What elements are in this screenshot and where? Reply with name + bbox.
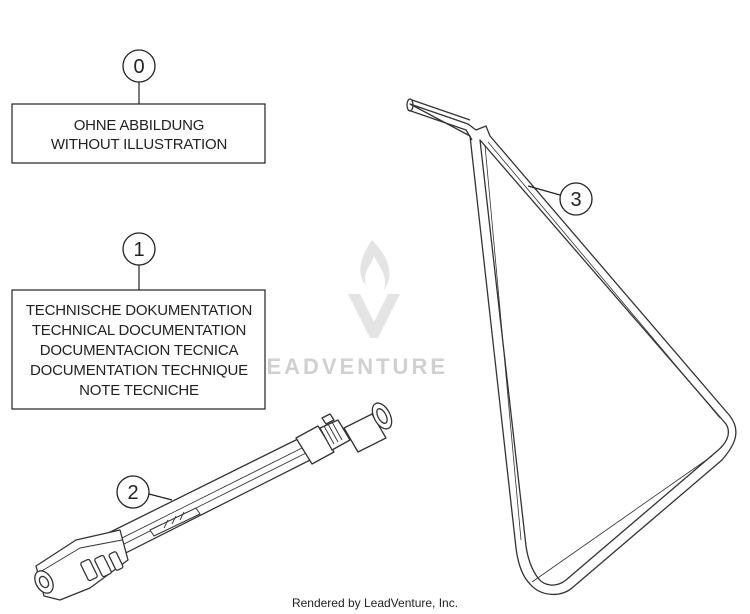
callout-2[interactable]: 2 bbox=[116, 475, 173, 509]
label-box-without-illustration: OHNE ABBILDUNG WITHOUT ILLUSTRATION bbox=[11, 103, 266, 164]
watermark-text: LEADVENTURE bbox=[250, 354, 448, 379]
box1-line3: DOCUMENTACION TECNICA bbox=[40, 342, 239, 359]
box1-line4: DOCUMENTATION TECHNIQUE bbox=[30, 362, 248, 379]
callout-3-number: 3 bbox=[570, 189, 581, 211]
box1-line2: TECHNICAL DOCUMENTATION bbox=[32, 322, 246, 339]
callout-0-number: 0 bbox=[133, 56, 144, 78]
callout-2-number: 2 bbox=[127, 482, 138, 504]
footer-credit: Rendered by LeadVenture, Inc. bbox=[291, 596, 459, 610]
callout-1[interactable]: 1 bbox=[122, 232, 156, 290]
box1-line1: TECHNISCHE DOKUMENTATION bbox=[26, 302, 252, 319]
box1-line5: NOTE TECNICHE bbox=[79, 382, 199, 399]
box0-line2: WITHOUT ILLUSTRATION bbox=[51, 136, 227, 153]
v-logo-icon bbox=[348, 294, 400, 338]
pump-tool-part-2[interactable] bbox=[31, 400, 396, 601]
callout-3[interactable]: 3 bbox=[527, 182, 593, 216]
box0-line1: OHNE ABBILDUNG bbox=[74, 117, 205, 134]
label-box-technical-documentation: TECHNISCHE DOKUMENTATION TECHNICAL DOCUM… bbox=[11, 289, 266, 410]
side-stand-part-3[interactable] bbox=[406, 98, 737, 595]
callout-0[interactable]: 0 bbox=[122, 49, 156, 104]
watermark: LEADVENTURE bbox=[250, 240, 448, 379]
callout-1-number: 1 bbox=[133, 239, 144, 261]
flame-logo-icon bbox=[360, 240, 390, 290]
